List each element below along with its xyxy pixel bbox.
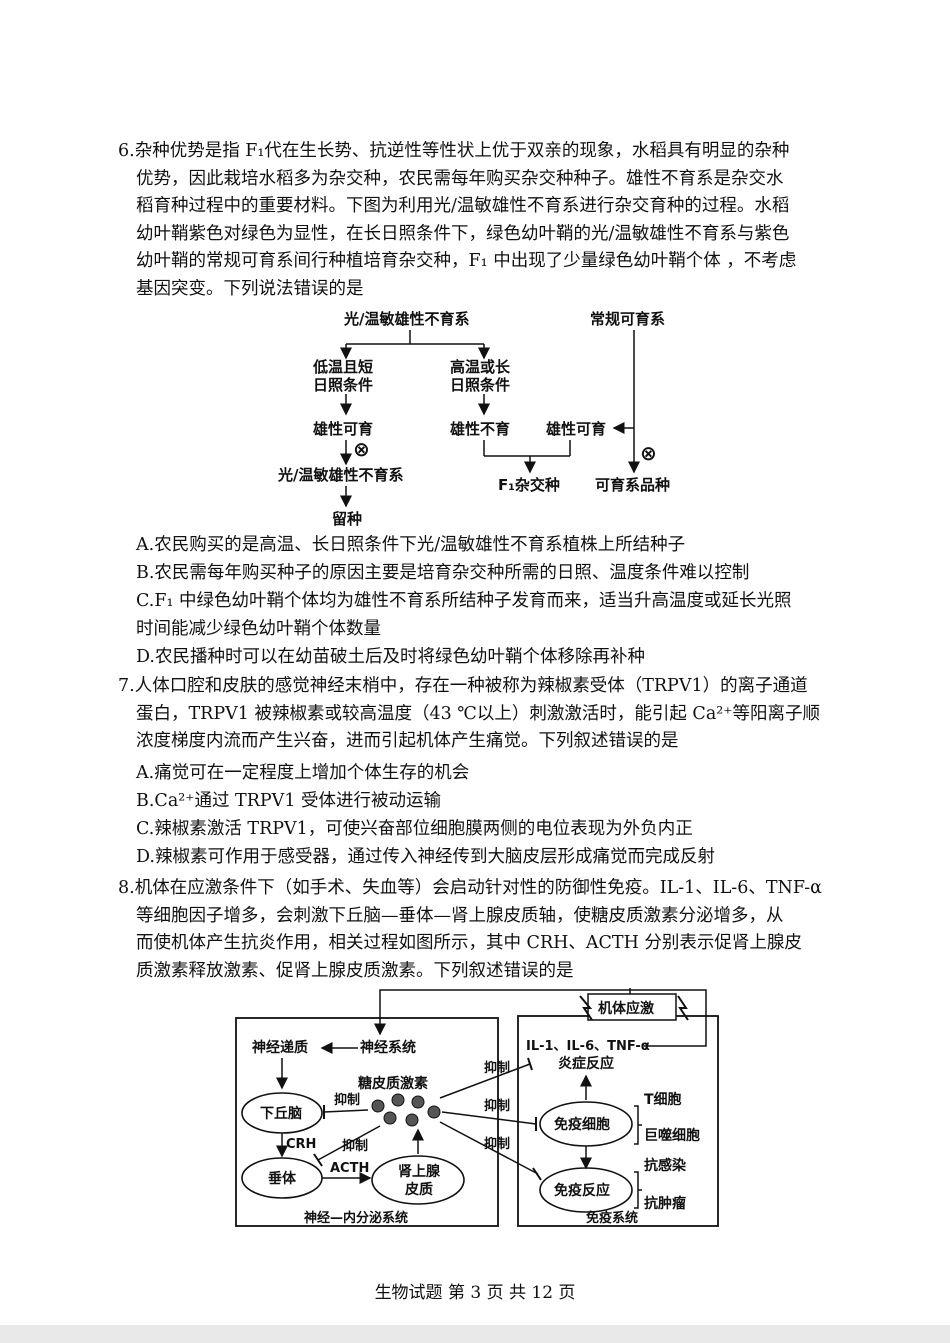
q6-option-b: B.农民需每年购买种子的原因主要是培育杂交种所需的日照、温度条件难以控制 xyxy=(136,563,750,583)
q6-option-c: C.F₁ 中绿色幼叶鞘个体均为雄性不育系所结种子发育而来，适当升高温度或延长光照 xyxy=(136,591,792,611)
acth-label: ACTH xyxy=(330,1161,369,1176)
t-cell-label: T细胞 xyxy=(644,1091,682,1108)
q6-line-2: 优势，因此栽培水稻多为杂交种，农民需每年购买杂交种种子。雄性不育系是杂交水 xyxy=(136,168,784,189)
q7-option-d: D.辣椒素可作用于感受器，通过传入神经传到大脑皮层形成痛觉而完成反射 xyxy=(136,847,715,867)
bottom-scan-edge xyxy=(0,1325,950,1343)
immune-response-node xyxy=(539,1167,633,1213)
high-temp-condition-1: 高温或长 xyxy=(450,358,511,376)
glucocorticoid-molecules xyxy=(371,1093,441,1127)
q7-line-3: 浓度梯度内流而产生兴奋，进而引起机体产生痛觉。下列叙述错误的是 xyxy=(136,731,679,751)
inhibit-label-2: 抑制 xyxy=(342,1138,368,1154)
immune-response-label: 免疫反应 xyxy=(554,1182,610,1199)
male-fertile-left: 雄性可育 xyxy=(312,420,373,438)
fertile-variety-label: 可育系品种 xyxy=(595,476,670,494)
immune-cells-bracket xyxy=(634,1105,642,1145)
self-cross-icon-right: ⊗ xyxy=(640,441,657,465)
low-temp-condition-2: 日照条件 xyxy=(313,376,373,394)
question-8-stem: 8.机体在应激条件下（如手术、失血等）会启动针对性的防御性免疫。IL-1、IL-… xyxy=(118,875,838,985)
anti-infection-label: 抗感染 xyxy=(644,1157,687,1174)
crh-label: CRH xyxy=(286,1137,316,1152)
keep-seed-label: 留种 xyxy=(332,510,362,528)
neurotransmitter-label: 神经递质 xyxy=(252,1039,308,1056)
adrenal-cortex-node xyxy=(371,1155,465,1205)
macrophage-label: 巨噬细胞 xyxy=(644,1127,700,1144)
lightning-icon-left xyxy=(579,995,593,1021)
pituitary-label: 垂体 xyxy=(268,1170,297,1187)
q7-option-b: B.Ca²⁺通过 TRPV1 受体进行被动运输 xyxy=(136,791,442,811)
self-cross-icon-left: ⊗ xyxy=(353,437,370,461)
adrenal-label-1: 肾上腺 xyxy=(398,1163,441,1180)
neuro-endocrine-label: 神经—内分泌系统 xyxy=(304,1210,408,1226)
q8-line-1: 8.机体在应激条件下（如手术、失血等）会启动针对性的防御性免疫。IL-1、IL-… xyxy=(118,878,822,898)
q7-line-2: 蛋白，TRPV1 被辣椒素或较高温度（43 ℃以上）刺激激活时，能引起 Ca²⁺… xyxy=(136,703,821,724)
hypothalamus-label: 下丘脑 xyxy=(260,1105,302,1122)
immune-cells-label: 免疫细胞 xyxy=(554,1116,610,1133)
q6-line-4: 幼叶鞘紫色对绿色为显性，在长日照条件下，绿色幼叶鞘的光/温敏雄性不育系与紫色 xyxy=(136,223,790,244)
sterile-line-label: 光/温敏雄性不育系 xyxy=(343,310,469,328)
question-7-stem: 7.人体口腔和皮肤的感觉神经末梢中，存在一种被称为辣椒素受体（TRPV1）的离子… xyxy=(118,673,838,756)
male-sterile: 雄性不育 xyxy=(449,420,510,438)
nervous-system-label: 神经系统 xyxy=(360,1039,416,1056)
adrenal-label-2: 皮质 xyxy=(404,1181,433,1198)
inhibit-label-1: 抑制 xyxy=(334,1092,360,1108)
q7-line-1: 7.人体口腔和皮肤的感觉神经末梢中，存在一种被称为辣椒素受体（TRPV1）的离子… xyxy=(118,676,808,696)
q6-line-3: 稻育种过程中的重要材料。下图为利用光/温敏雄性不育系进行杂交育种的过程。水稻 xyxy=(136,196,790,216)
inhibit-label-4: 抑制 xyxy=(484,1098,510,1114)
page-footer: 生物试题 第 3 页 共 12 页 xyxy=(374,1283,576,1303)
q6-line-5: 幼叶鞘的常规可育系间行种植培育杂交种，F₁ 中出现了少量绿色幼叶鞘个体 ，不考虑 xyxy=(136,251,797,271)
q6-options: A.农民购买的是高温、长日照条件下光/温敏雄性不育系植株上所结种子 B.农民需每… xyxy=(136,531,836,671)
f1-hybrid-label: F₁杂交种 xyxy=(498,476,560,494)
sterile-line-result: 光/温敏雄性不育系 xyxy=(277,466,403,484)
immune-response-bracket xyxy=(634,1171,642,1209)
q6-line-1: 6.杂种优势是指 F₁代在生长势、抗逆性等性状上优于双亲的现象，水稻具有明显的杂… xyxy=(118,141,790,161)
q8-line-4: 质激素释放激素、促肾上腺皮质激素。下列叙述错误的是 xyxy=(136,960,574,981)
q6-line-6: 基因突变。下列说法错误的是 xyxy=(136,278,364,299)
q7-option-c: C.辣椒素激活 TRPV1，可使兴奋部位细胞膜两侧的电位表现为外负内正 xyxy=(136,819,693,839)
q6-option-c-cont: 时间能减少绿色幼叶鞘个体数量 xyxy=(136,619,381,639)
breeding-diagram: 光/温敏雄性不育系 常规可育系 低温且短 日照条件 高温或长 日照条件 雄性可育… xyxy=(277,310,670,528)
q7-option-a: A.痛觉可在一定程度上增加个体生存的机会 xyxy=(136,763,470,783)
inflammation-label: 炎症反应 xyxy=(558,1055,614,1072)
cytokines-label: IL-1、IL-6、TNF-α xyxy=(526,1039,650,1054)
low-temp-condition-1: 低温且短 xyxy=(312,358,373,376)
male-fertile-right: 雄性可育 xyxy=(545,420,606,438)
q7-options: A.痛觉可在一定程度上增加个体生存的机会 B.Ca²⁺通过 TRPV1 受体进行… xyxy=(136,759,836,871)
inhibit-label-5: 抑制 xyxy=(484,1136,510,1152)
stress-immunity-diagram: 机体应激 神经递质 神经系统 下丘脑 CRH 垂体 ACTH 肾上腺 皮质 糖皮… xyxy=(235,988,719,1227)
high-temp-condition-2: 日照条件 xyxy=(450,376,510,394)
q6-option-a: A.农民购买的是高温、长日照条件下光/温敏雄性不育系植株上所结种子 xyxy=(136,535,686,555)
q8-line-2: 等细胞因子增多，会刺激下丘脑—垂体—肾上腺皮质轴，使糖皮质激素分泌增多，从 xyxy=(136,905,784,926)
glucocorticoid-label: 糖皮质激素 xyxy=(358,1075,428,1092)
inhibit-label-3: 抑制 xyxy=(484,1060,510,1076)
stress-box xyxy=(587,993,677,1021)
stress-label: 机体应激 xyxy=(598,1000,654,1017)
normal-fertile-label: 常规可育系 xyxy=(590,310,665,328)
lightning-icon-right xyxy=(677,995,689,1021)
neuro-endocrine-box xyxy=(235,1017,499,1227)
q8-line-3: 而使机体产生抗炎作用，相关过程如图所示，其中 CRH、ACTH 分别表示促肾上腺… xyxy=(136,933,802,953)
q6-option-d: D.农民播种时可以在幼苗破土后及时将绿色幼叶鞘个体移除再补种 xyxy=(136,647,645,667)
anti-tumor-label: 抗肿瘤 xyxy=(644,1195,686,1212)
immune-system-label: 免疫系统 xyxy=(586,1210,638,1226)
question-6-stem: 6.杂种优势是指 F₁代在生长势、抗逆性等性状上优于双亲的现象，水稻具有明显的杂… xyxy=(118,138,838,303)
